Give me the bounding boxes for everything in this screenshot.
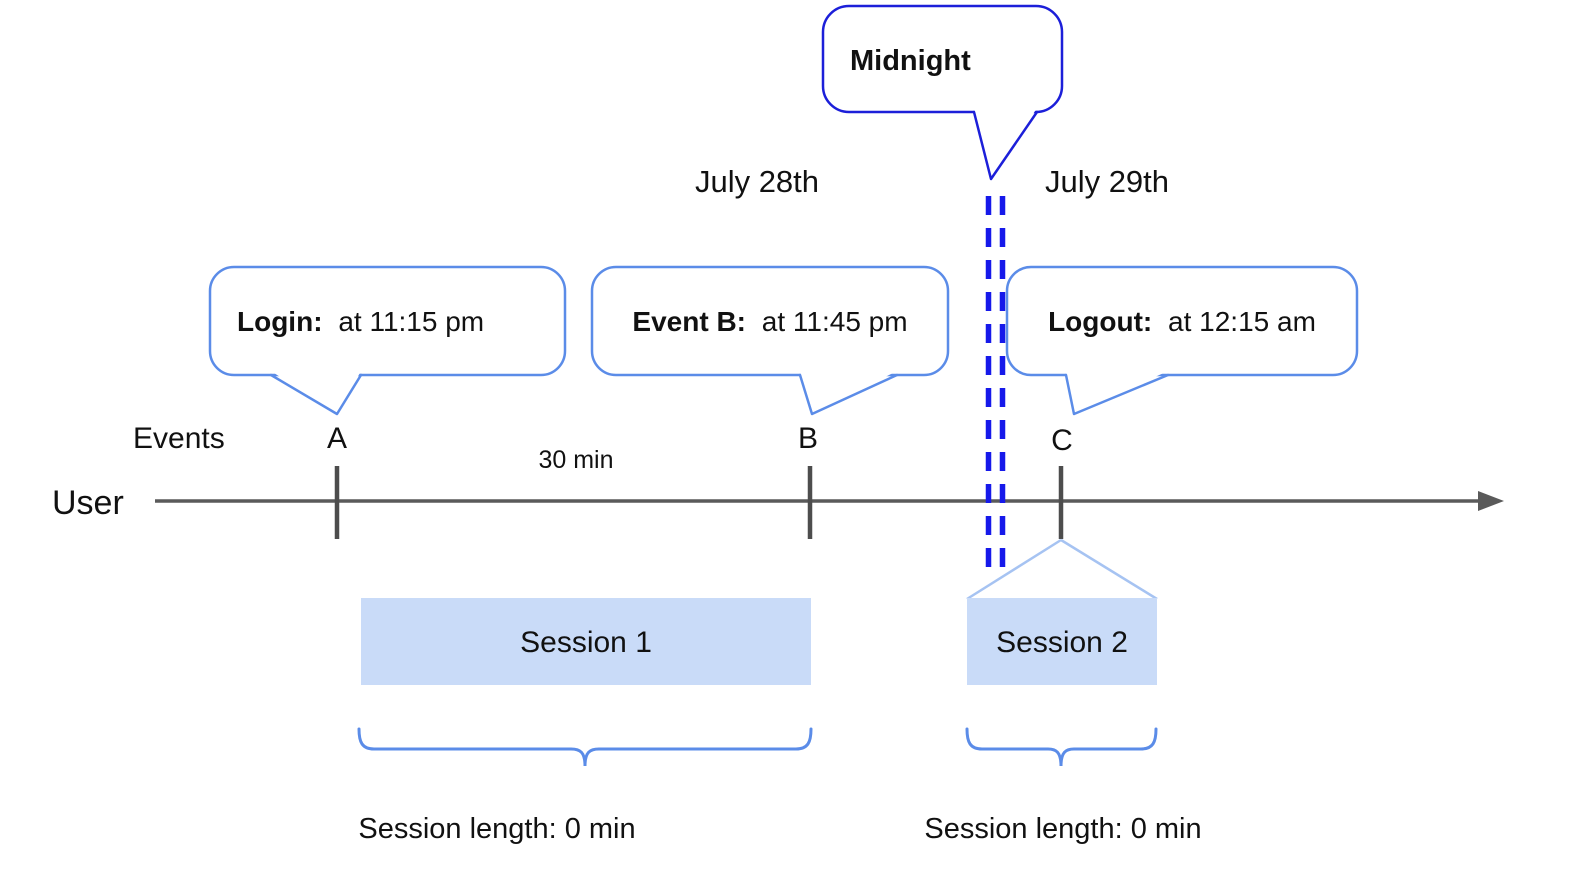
- interval-label: 30 min: [538, 446, 613, 474]
- funnel-line-left: [966, 538, 1062, 601]
- funnel-line-right: [1060, 538, 1158, 601]
- event-b-callout: Event B: at 11:45 pm: [590, 265, 950, 416]
- session-2-label: Session 2: [996, 626, 1128, 659]
- event-marker-b-label: B: [798, 422, 818, 455]
- date-label-july-28: July 28th: [695, 164, 819, 199]
- login-callout: Login: at 11:15 pm: [208, 265, 567, 416]
- session-1-brace: [357, 727, 813, 767]
- login-callout-detail: at 11:15 pm: [338, 306, 484, 337]
- event-marker-c-label: C: [1051, 424, 1073, 457]
- session-2-length-label: Session length: 0 min: [924, 813, 1201, 845]
- login-callout-text: Login: at 11:15 pm: [237, 306, 484, 337]
- logout-callout: Logout: at 12:15 am: [1005, 265, 1359, 416]
- session-1-label: Session 1: [520, 626, 652, 659]
- logout-callout-detail: at 12:15 am: [1168, 306, 1316, 337]
- session-2-brace: [965, 727, 1158, 767]
- user-label: User: [52, 484, 124, 522]
- date-label-july-29: July 29th: [1045, 164, 1169, 199]
- timeline-arrowhead: [1478, 491, 1504, 511]
- events-label: Events: [133, 422, 225, 455]
- midnight-callout-text: Midnight: [850, 45, 971, 77]
- logout-callout-text: Logout: at 12:15 am: [1048, 306, 1316, 337]
- event-marker-a-label: A: [327, 422, 347, 455]
- session-1-length-label: Session length: 0 min: [358, 813, 635, 845]
- event-b-callout-label: Event B:: [632, 306, 746, 337]
- login-callout-label: Login:: [237, 306, 323, 337]
- event-b-callout-text: Event B: at 11:45 pm: [632, 306, 907, 337]
- timeline-axis: [155, 491, 1504, 511]
- session-1-bar: [361, 598, 811, 685]
- session-2-bar: [967, 598, 1157, 685]
- logout-callout-label: Logout:: [1048, 306, 1152, 337]
- event-b-callout-detail: at 11:45 pm: [762, 306, 908, 337]
- midnight-callout: Midnight: [821, 4, 1064, 181]
